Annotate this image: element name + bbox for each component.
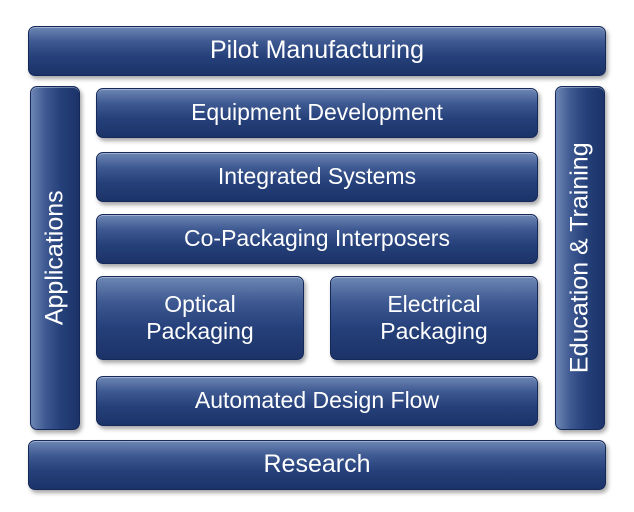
integrated-systems-label: Integrated Systems bbox=[217, 163, 417, 190]
pilot-manufacturing-label: Pilot Manufacturing bbox=[209, 36, 424, 65]
co-packaging-interposers-label: Co-Packaging Interposers bbox=[184, 225, 450, 252]
automated-design-flow-block: Automated Design Flow bbox=[96, 376, 538, 426]
education-training-block: Education & Training bbox=[555, 86, 605, 430]
integrated-systems-block: Integrated Systems bbox=[96, 152, 538, 202]
research-block: Research bbox=[28, 440, 606, 490]
pilot-manufacturing-block: Pilot Manufacturing bbox=[28, 26, 606, 76]
co-packaging-interposers-block: Co-Packaging Interposers bbox=[96, 214, 538, 264]
education-training-label: Education & Training bbox=[565, 142, 594, 374]
automated-design-flow-label: Automated Design Flow bbox=[194, 387, 440, 414]
research-label: Research bbox=[263, 450, 371, 479]
electrical-packaging-block: Electrical Packaging bbox=[330, 276, 538, 360]
optical-packaging-block: Optical Packaging bbox=[96, 276, 304, 360]
equipment-development-block: Equipment Development bbox=[96, 88, 538, 138]
applications-label: Applications bbox=[40, 190, 69, 326]
electrical-packaging-label: Electrical Packaging bbox=[380, 290, 488, 344]
optical-packaging-label: Optical Packaging bbox=[146, 290, 254, 344]
applications-block: Applications bbox=[30, 86, 80, 430]
equipment-development-label: Equipment Development bbox=[191, 99, 443, 126]
